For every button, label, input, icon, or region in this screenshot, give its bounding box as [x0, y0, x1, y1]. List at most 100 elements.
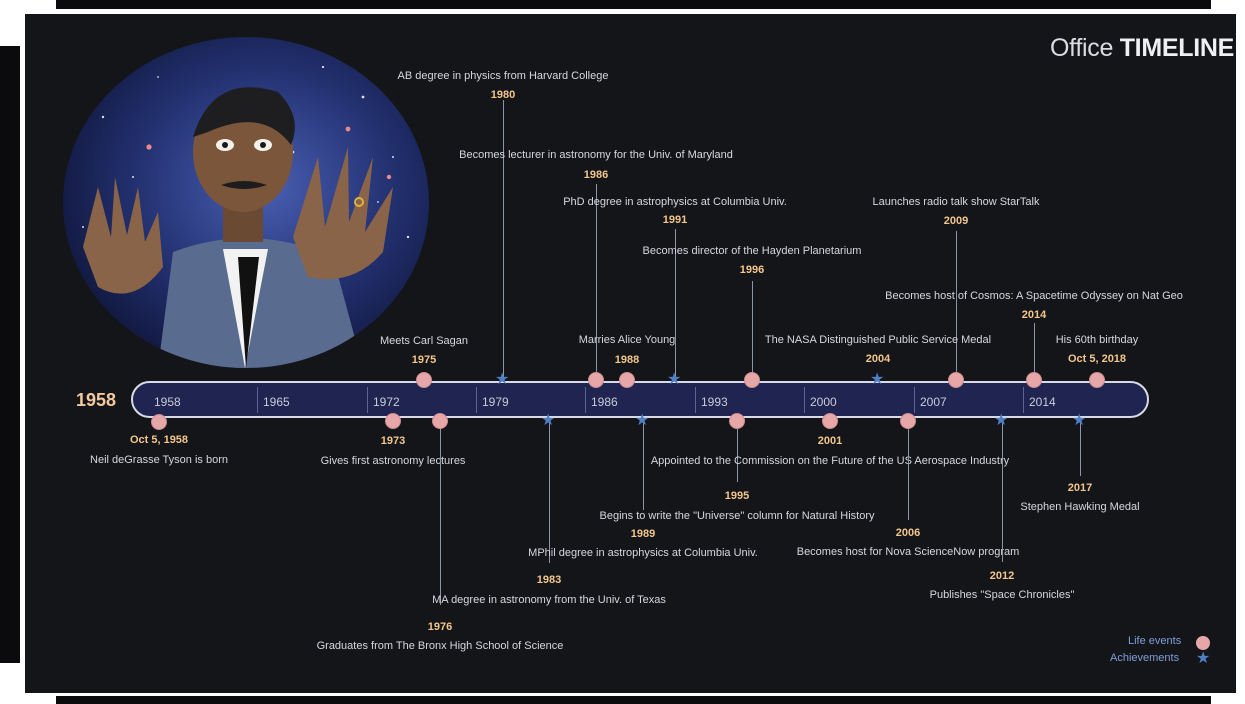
event-connector — [675, 229, 676, 381]
event-title: Stephen Hawking Medal — [1020, 501, 1140, 513]
axis-divider — [914, 387, 915, 413]
axis-divider — [476, 387, 477, 413]
event-title: His 60th birthday — [1055, 334, 1139, 346]
event-date: 2009 — [943, 215, 969, 227]
axis-divider — [257, 387, 258, 413]
life-event-circle-icon — [385, 413, 401, 429]
event-date: 2001 — [817, 435, 843, 447]
event-date: 1989 — [630, 528, 656, 540]
event-date: 2006 — [895, 527, 921, 539]
screen-top-bar — [56, 0, 1211, 9]
event-title: AB degree in physics from Harvard Colleg… — [397, 70, 609, 82]
event-connector — [549, 422, 550, 563]
screen-bottom-bar — [56, 696, 1211, 704]
legend-life-label: Life events — [1128, 635, 1182, 647]
event-title: Becomes host of Cosmos: A Spacetime Odys… — [885, 290, 1183, 302]
event-title: Gives first astronomy lectures — [320, 455, 466, 467]
event-date: 1988 — [614, 354, 640, 366]
event-date: 2004 — [865, 353, 891, 365]
legend-circle-icon — [1196, 636, 1210, 650]
event-date: 1976 — [427, 621, 453, 633]
event-title: Becomes lecturer in astronomy for the Un… — [459, 149, 733, 161]
event-connector — [1002, 422, 1003, 562]
event-connector — [643, 422, 644, 510]
screen-left-bar — [0, 46, 20, 663]
life-event-circle-icon — [432, 413, 448, 429]
axis-divider — [1023, 387, 1024, 413]
life-event-circle-icon — [948, 372, 964, 388]
axis-tick-label: 2014 — [1029, 395, 1056, 409]
event-title: Neil deGrasse Tyson is born — [90, 454, 228, 466]
axis-tick-label: 1958 — [154, 395, 181, 409]
life-event-circle-icon — [822, 413, 838, 429]
axis-tick-label: 1993 — [701, 395, 728, 409]
event-connector — [1080, 422, 1081, 476]
achievement-star-icon: ★ — [541, 412, 556, 429]
event-date: 2012 — [989, 570, 1015, 582]
achievement-star-icon: ★ — [994, 412, 1009, 429]
axis-divider — [804, 387, 805, 413]
event-connector — [956, 231, 957, 380]
brand-logo: Office TIMELINE — [1050, 34, 1234, 63]
event-title: Appointed to the Commission on the Futur… — [650, 455, 1010, 467]
axis-tick-label: 1986 — [591, 395, 618, 409]
event-connector — [503, 100, 504, 381]
event-title: Begins to write the "Universe" column fo… — [599, 510, 875, 522]
event-date: 1996 — [739, 264, 765, 276]
event-connector — [596, 184, 597, 380]
event-connector — [908, 421, 909, 520]
life-event-circle-icon — [619, 372, 635, 388]
event-title: PhD degree in astrophysics at Columbia U… — [563, 196, 787, 208]
event-title: Meets Carl Sagan — [379, 335, 469, 347]
axis-tick-label: 2000 — [810, 395, 837, 409]
event-title: Becomes director of the Hayden Planetari… — [642, 245, 862, 257]
portrait-illustration — [63, 37, 429, 368]
life-event-circle-icon — [151, 414, 167, 430]
life-event-circle-icon — [729, 413, 745, 429]
event-date: 1973 — [380, 435, 406, 447]
event-title: MPhil degree in astrophysics at Columbia… — [528, 547, 758, 559]
event-date: 2017 — [1067, 482, 1093, 494]
brand-light: Office — [1050, 34, 1114, 62]
event-title: Graduates from The Bronx High School of … — [316, 640, 564, 652]
life-event-circle-icon — [900, 413, 916, 429]
achievement-star-icon: ★ — [1072, 412, 1087, 429]
axis-tick-label: 1965 — [263, 395, 290, 409]
event-title: MA degree in astronomy from the Univ. of… — [432, 594, 666, 606]
achievement-star-icon: ★ — [667, 371, 682, 388]
axis-tick-label: 1972 — [373, 395, 400, 409]
event-title: Marries Alice Young — [578, 334, 676, 346]
legend-achievement-label: Achievements — [1110, 652, 1180, 664]
brand-bold: TIMELINE — [1119, 34, 1235, 62]
event-title: Becomes host for Nova ScienceNow program — [796, 546, 1020, 558]
life-event-circle-icon — [1026, 372, 1042, 388]
life-event-circle-icon — [416, 372, 432, 388]
event-date: 2014 — [1021, 309, 1047, 321]
event-date: Oct 5, 1958 — [129, 434, 189, 446]
axis-divider — [695, 387, 696, 413]
event-connector — [440, 421, 441, 605]
timeline-bar — [131, 381, 1149, 418]
axis-tick-label: 2007 — [920, 395, 947, 409]
event-title: Publishes "Space Chronicles" — [929, 589, 1075, 601]
event-date: 1995 — [724, 490, 750, 502]
life-event-circle-icon — [744, 372, 760, 388]
event-date: Oct 5, 2018 — [1067, 353, 1127, 365]
axis-divider — [585, 387, 586, 413]
event-date: 1983 — [536, 574, 562, 586]
axis-divider — [367, 387, 368, 413]
event-date: 1991 — [662, 214, 688, 226]
event-title: The NASA Distinguished Public Service Me… — [764, 334, 992, 346]
event-connector — [737, 421, 738, 482]
life-event-circle-icon — [588, 372, 604, 388]
start-year-label: 1958 — [76, 390, 117, 410]
event-title: Launches radio talk show StarTalk — [872, 196, 1040, 208]
legend-star-icon: ★ — [1196, 650, 1211, 667]
axis-tick-label: 1979 — [482, 395, 509, 409]
achievement-star-icon: ★ — [495, 371, 510, 388]
achievement-star-icon: ★ — [635, 412, 650, 429]
event-connector — [752, 281, 753, 380]
life-event-circle-icon — [1089, 372, 1105, 388]
event-date: 1980 — [490, 89, 516, 101]
event-connector — [1034, 323, 1035, 380]
